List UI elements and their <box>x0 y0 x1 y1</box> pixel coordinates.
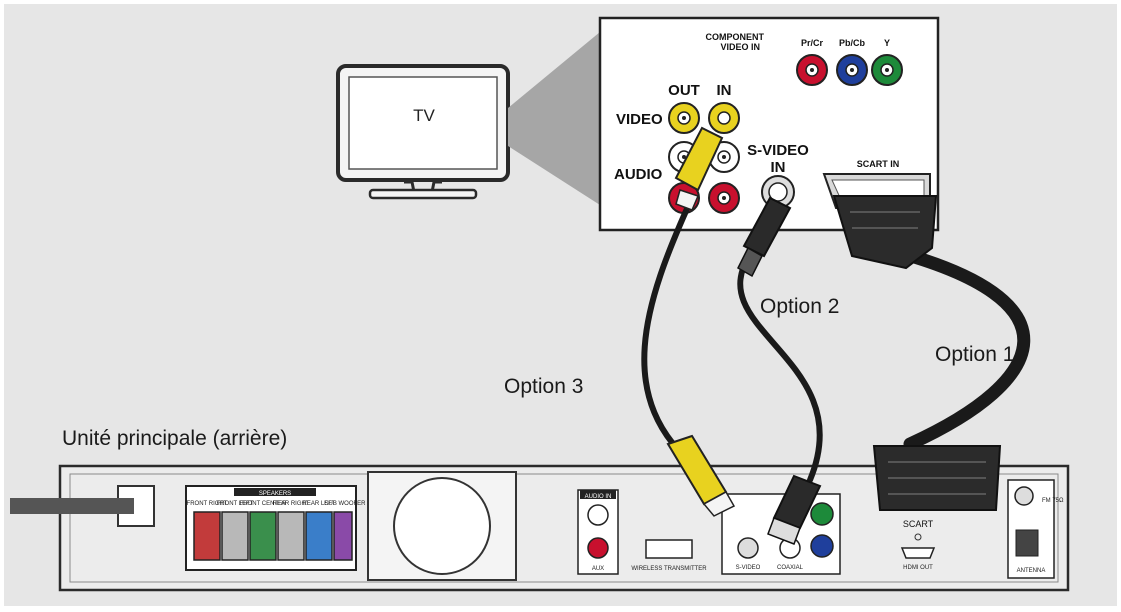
option1-cable <box>883 243 1031 451</box>
speaker-label-rear-left: REAR LEFT <box>302 501 335 507</box>
component-subtitle: VIDEO IN <box>720 42 760 52</box>
hdmi-label: HDMI OUT <box>903 565 933 571</box>
fan-grille <box>367 471 517 581</box>
speaker-label-front-left: FRONT LEFT <box>217 501 254 507</box>
component-pb-jack <box>836 54 868 86</box>
unit-component-pb-jack <box>810 534 834 558</box>
audio-label: AUDIO <box>614 166 663 183</box>
svideo-label: S-VIDEO <box>747 142 809 159</box>
speaker-label-front-center: FRONT CENTER <box>240 501 288 507</box>
audio-in-title: AUDIO IN <box>585 494 612 500</box>
speaker-port-front-center <box>249 511 277 561</box>
main-unit-inner-frame <box>69 473 1059 583</box>
antenna-panel: FM 75Ω ANTENNA <box>1007 479 1064 579</box>
speaker-port-rear-left <box>305 511 333 561</box>
fm-label: FM 75Ω <box>1042 498 1064 504</box>
tv-icon: TV <box>336 64 510 200</box>
option1-plug-top <box>832 195 938 270</box>
speaker-port-front-right <box>193 511 221 561</box>
audio-in-panel: AUDIO IN AUX <box>577 489 619 575</box>
option3-plug-top <box>674 126 724 211</box>
option3-plug-bottom <box>666 434 736 517</box>
zoom-wedge <box>508 32 600 205</box>
in-label: IN <box>717 82 732 99</box>
option1-label: Option 1 <box>935 343 1014 366</box>
power-cord <box>10 485 155 527</box>
unit-scart-label: SCART <box>903 519 934 529</box>
option3-cable <box>641 199 703 473</box>
aux-left-jack <box>587 504 609 526</box>
video-out-jack <box>668 102 700 134</box>
option2-cable <box>737 252 823 483</box>
tv-label: TV <box>413 106 435 125</box>
option2-label: Option 2 <box>760 295 839 318</box>
main-unit-label: Unité principale (arrière) <box>62 427 287 450</box>
video-in-jack <box>708 102 740 134</box>
speaker-port-front-left <box>221 511 249 561</box>
wireless-label: WIRELESS TRANSMITTER <box>631 566 707 572</box>
tv-back-panel: COMPONENT VIDEO IN Pr/Cr Pb/Cb Y OUT IN … <box>598 16 940 232</box>
speakers-title: SPEAKERS <box>259 491 291 497</box>
component-pr-jack <box>796 54 828 86</box>
am-antenna-terminal <box>1015 529 1039 557</box>
component-title: COMPONENT <box>706 32 765 42</box>
option3-label: Option 3 <box>504 375 583 398</box>
speaker-connectors: SPEAKERS FRONT RIGHT FRONT LEFT FRONT CE… <box>185 485 366 571</box>
unit-svideo-label: S-VIDEO <box>736 565 761 571</box>
component-pb-label: Pb/Cb <box>839 38 866 48</box>
unit-component-y-jack <box>810 502 834 526</box>
aux-label: AUX <box>592 566 604 572</box>
component-pr-label: Pr/Cr <box>801 38 824 48</box>
aux-right-jack <box>587 537 609 559</box>
speaker-port-rear-right <box>277 511 305 561</box>
video-label: VIDEO <box>616 111 663 128</box>
svideo-in-label: IN <box>771 159 786 176</box>
component-y-label: Y <box>884 38 890 48</box>
scart-in-label: SCART IN <box>857 159 900 169</box>
wireless-port: WIRELESS TRANSMITTER <box>631 539 707 572</box>
speaker-label-front-right: FRONT RIGHT <box>187 501 228 507</box>
option2-plug-top <box>737 196 792 278</box>
out-label: OUT <box>668 82 700 99</box>
speaker-port-subwoofer <box>333 511 353 561</box>
audio-in-right-jack <box>708 182 740 214</box>
unit-coaxial-label: COAXIAL <box>777 565 804 571</box>
unit-scart-marker <box>914 533 922 541</box>
main-unit: SPEAKERS FRONT RIGHT FRONT LEFT FRONT CE… <box>10 464 1070 592</box>
fm-antenna-jack <box>1014 486 1034 506</box>
antenna-label: ANTENNA <box>1017 568 1046 574</box>
speaker-label-subwoofer: SUB WOOFER <box>324 501 366 507</box>
speaker-label-rear-right: REAR RIGHT <box>272 501 309 507</box>
component-y-jack <box>871 54 903 86</box>
option1-plug-bottom <box>872 445 1002 511</box>
unit-svideo-jack <box>737 537 759 559</box>
option2-plug-bottom <box>767 474 822 545</box>
hdmi-port: HDMI OUT <box>900 547 936 571</box>
